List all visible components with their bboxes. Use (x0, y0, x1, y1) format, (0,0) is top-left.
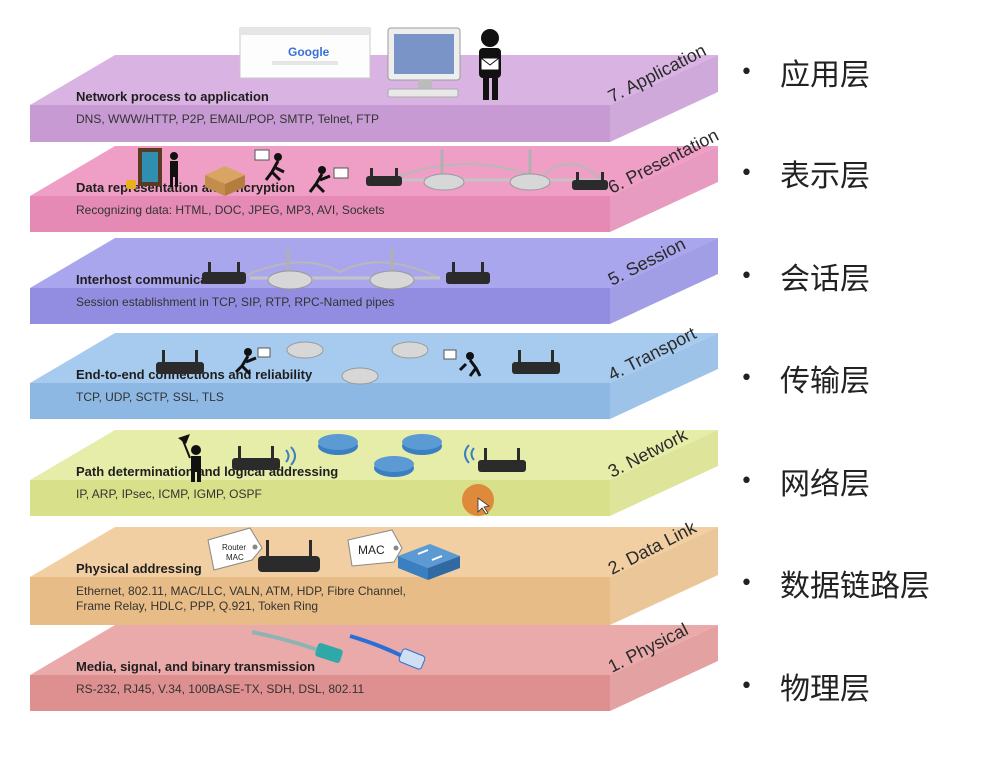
layer-title: End-to-end connections and reliability (76, 367, 313, 382)
browser-window-icon: Google (239, 27, 371, 79)
router-disc-icon (341, 367, 379, 385)
router-icon (572, 172, 608, 190)
layer-protocols: RS-232, RJ45, V.34, 100BASE-TX, SDH, DSL… (76, 682, 364, 696)
layer-front-face (30, 105, 610, 142)
osi-layer-3: Path determination and logical addressin… (30, 424, 718, 516)
chinese-layer-item: • 传输层 (740, 358, 870, 399)
layer-front-face (30, 288, 610, 324)
person-with-letter-icon (479, 29, 501, 100)
chinese-layer-label: 物理层 (780, 672, 870, 707)
chinese-layer-label: 应用层 (780, 58, 870, 93)
bullet-icon: • (740, 468, 753, 494)
layer-side-face (610, 238, 718, 324)
layer-top-face (30, 430, 718, 480)
layer-top-face (30, 625, 718, 675)
layer-title: Data representation and encryption (76, 180, 295, 195)
router-icon (512, 350, 560, 374)
router-mac-label: MAC (226, 553, 244, 562)
wifi-router-icon (258, 540, 320, 572)
layer-side-face (610, 625, 718, 711)
open-box-icon (205, 166, 245, 196)
guard-person-icon (170, 152, 178, 187)
wifi-router-icon (464, 444, 526, 472)
wifi-router-icon (232, 446, 296, 470)
bullet-icon: • (740, 59, 753, 85)
layer-front-face (30, 675, 610, 711)
layer-protocols: Ethernet, 802.11, MAC/LLC, VALN, ATM, HD… (76, 584, 406, 598)
router-mac-label: Router (222, 543, 246, 552)
layer-protocols: TCP, UDP, SCTP, SSL, TLS (76, 390, 224, 404)
router-disc-icon (509, 173, 551, 191)
chinese-layer-item: • 应用层 (740, 52, 870, 93)
mac-tag-icon: MAC (347, 529, 403, 567)
layer-side-face (610, 146, 718, 232)
bullet-icon: • (740, 673, 753, 699)
bullet-icon: • (740, 570, 753, 596)
running-messenger-icon (308, 166, 349, 194)
router-icon (156, 350, 204, 374)
layer-side-face (610, 55, 718, 142)
layer-front-face (30, 196, 610, 232)
router-disc-icon (267, 270, 313, 290)
bullet-icon: • (740, 160, 753, 186)
layer-protocols: Session establishment in TCP, SIP, RTP, … (76, 295, 394, 309)
chinese-layer-label: 网络层 (780, 467, 870, 502)
chinese-layer-label: 会话层 (780, 262, 870, 297)
router-disc-icon (391, 341, 429, 359)
ethernet-cable-icon (349, 634, 426, 670)
chinese-layer-label: 表示层 (780, 159, 870, 194)
layer-title: Media, signal, and binary transmission (76, 659, 315, 674)
router-disc-icon (369, 270, 415, 290)
layer-side-face (610, 527, 718, 625)
blue-router-icon (402, 434, 442, 455)
blue-router-icon (318, 434, 358, 455)
layer-protocols: DNS, WWW/HTTP, P2P, EMAIL/POP, SMTP, Tel… (76, 112, 379, 126)
layer-front-face (30, 383, 610, 419)
google-logo: Google (288, 45, 330, 59)
layer-top-face (30, 55, 718, 105)
layer-front-face (30, 480, 610, 516)
layer-title: Path determination and logical addressin… (76, 464, 338, 479)
layer-side-face (610, 430, 718, 516)
layer-title: Network process to application (76, 89, 269, 104)
router-icon (446, 262, 490, 284)
layer-front-face (30, 577, 610, 625)
layer-protocols: Frame Relay, HDLC, PPP, Q.921, Token Rin… (76, 599, 318, 613)
chinese-layer-label: 数据链路层 (780, 569, 930, 604)
bullet-icon: • (740, 263, 753, 289)
running-messenger-icon (443, 349, 482, 377)
mac-label: MAC (358, 543, 385, 557)
router-icon (366, 168, 402, 186)
chinese-layer-item: • 网络层 (740, 461, 870, 502)
running-messenger-icon (234, 347, 271, 376)
layer-protocols: Recognizing data: HTML, DOC, JPEG, MP3, … (76, 203, 385, 217)
layer-side-face (610, 333, 718, 419)
router-mac-tag-icon: Router MAC (207, 527, 263, 571)
chinese-layer-item: • 数据链路层 (740, 563, 930, 604)
bullet-icon: • (740, 365, 753, 391)
layer-title: Interhost communication (76, 272, 231, 287)
network-switch-icon (398, 544, 460, 580)
osi-layer-1: Media, signal, and binary transmissionRS… (30, 619, 718, 711)
desktop-computer-icon (387, 27, 461, 98)
router-icon (202, 262, 246, 284)
layer-protocols: IP, ARP, IPsec, ICMP, IGMP, OSPF (76, 487, 262, 501)
chinese-layer-item: • 物理层 (740, 666, 870, 707)
chinese-layer-label: 传输层 (780, 364, 870, 399)
running-messenger-icon (254, 149, 285, 182)
router-disc-icon (286, 341, 324, 359)
chinese-layer-item: • 表示层 (740, 153, 870, 194)
locked-door-icon (126, 148, 162, 189)
fiber-cable-icon (251, 630, 343, 663)
person-with-flag-icon (178, 434, 201, 482)
cursor-arrow-icon (477, 497, 490, 515)
chinese-layer-item: • 会话层 (740, 256, 870, 297)
router-disc-icon (423, 173, 465, 191)
layer-title: Physical addressing (76, 561, 202, 576)
blue-router-icon (374, 456, 414, 477)
